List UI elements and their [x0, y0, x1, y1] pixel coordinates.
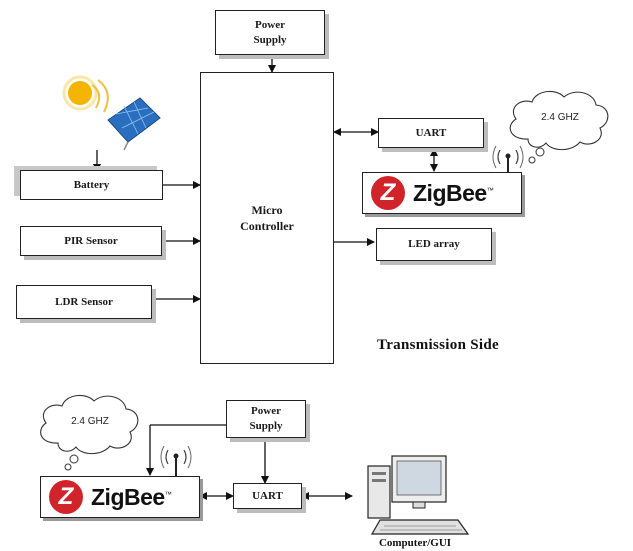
cloud-bottom — [40, 394, 139, 471]
ldr-sensor-box: LDR Sensor — [16, 285, 152, 319]
transmission-side-title: Transmission Side — [377, 337, 499, 353]
zigbee-top-label: ZigBee™ — [413, 179, 494, 206]
zigbee-bottom-module: Z ZigBee™ — [40, 476, 200, 518]
computer-gui-label: Computer/GUI — [378, 537, 452, 549]
battery-label: Battery — [73, 178, 110, 191]
pir-sensor-label: PIR Sensor — [64, 234, 118, 247]
uart-top-box: UART — [378, 118, 484, 148]
uart-top-label: UART — [415, 126, 447, 139]
zigbee-top-module: Z ZigBee™ — [362, 172, 522, 214]
solar-panel-icon — [62, 75, 161, 151]
microcontroller-label: Micro Controller — [240, 202, 294, 233]
power-supply-bottom-box: Power Supply — [226, 400, 306, 438]
uart-bottom-box: UART — [233, 483, 302, 509]
computer-icon — [367, 455, 470, 535]
power-supply-bottom-label: Power Supply — [249, 405, 283, 432]
power-supply-top-box: Power Supply — [215, 10, 325, 55]
led-array-box: LED array — [376, 228, 492, 261]
battery-box: Battery — [20, 170, 163, 200]
ldr-sensor-label: LDR Sensor — [55, 295, 113, 308]
power-supply-top-label: Power Supply — [253, 18, 287, 46]
zigbee-logo-icon-bottom: Z — [49, 480, 83, 514]
led-array-label: LED array — [408, 238, 460, 251]
cloud-top — [509, 90, 609, 164]
cloud-top-label: 2.4 GHZ — [541, 112, 579, 123]
uart-bottom-label: UART — [252, 489, 283, 502]
pir-sensor-box: PIR Sensor — [20, 226, 162, 256]
zigbee-bottom-label: ZigBee™ — [91, 483, 172, 510]
cloud-bottom-label: 2.4 GHZ — [71, 416, 109, 427]
antenna-icon-bottom — [160, 445, 192, 478]
line-power-bottom — [146, 424, 226, 476]
microcontroller-box: Micro Controller — [200, 72, 334, 364]
zigbee-logo-icon: Z — [371, 176, 405, 210]
